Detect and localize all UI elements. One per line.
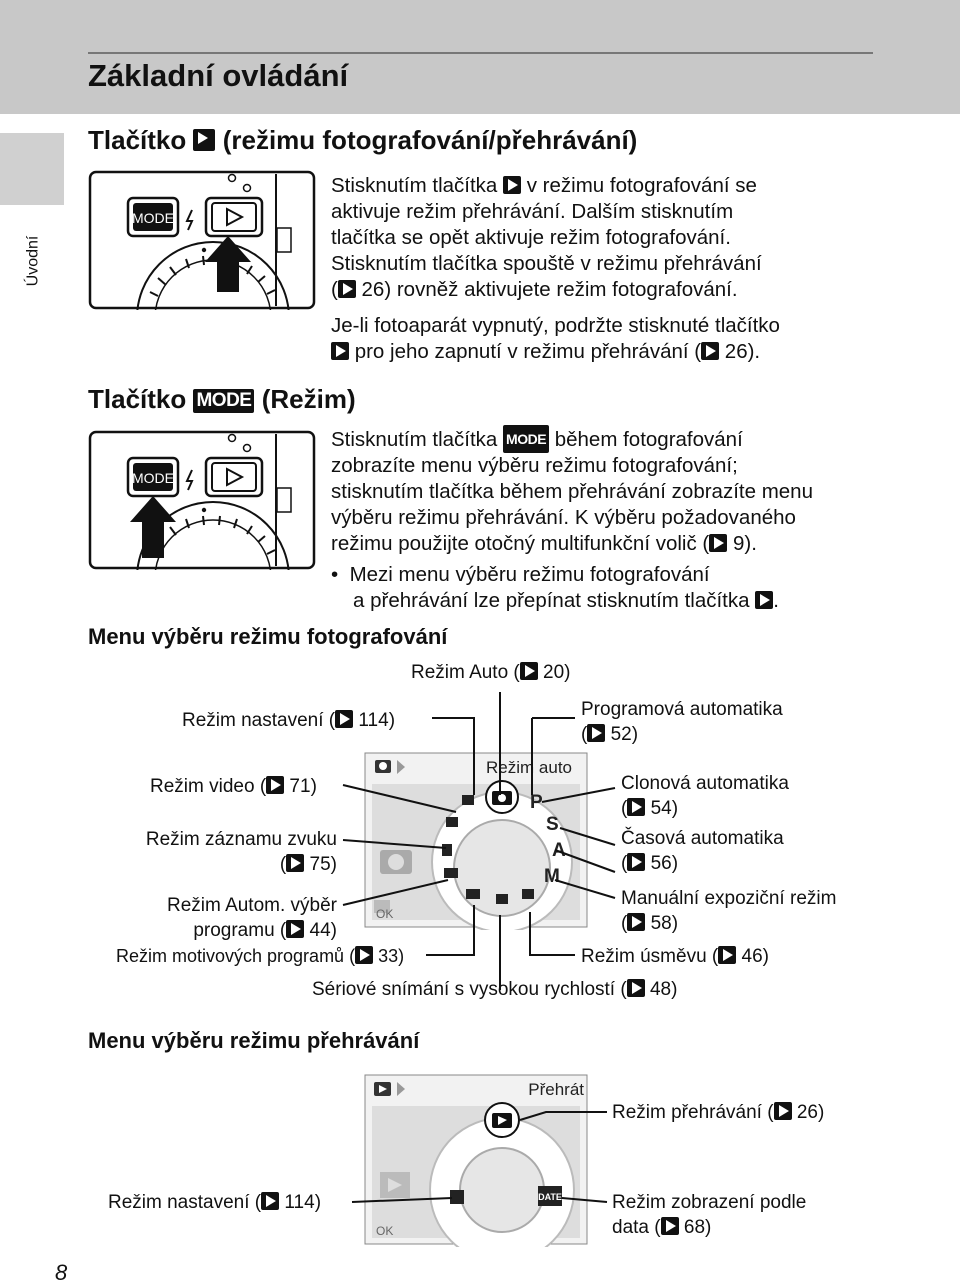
scene-icon — [466, 889, 480, 899]
section2-paragraph: Stisknutím tlačítka MODE během fotografo… — [331, 425, 891, 557]
section1-line1: Stisknutím tlačítka v režimu fotografová… — [331, 174, 757, 197]
callout-burst: Sériové snímání s vysokou rychlostí ( 48… — [312, 979, 678, 1000]
setup-icon — [462, 795, 474, 805]
ref-icon — [773, 1102, 792, 1120]
side-tab-label-wrap: Úvodní — [24, 222, 58, 312]
mode-button-label: MODE — [132, 210, 174, 226]
date-icon-label: DATE — [538, 1192, 562, 1202]
callout-setup: Režim nastavení ( 114) — [182, 710, 396, 731]
section1-title-prefix: Tlačítko — [88, 125, 187, 155]
play-icon — [503, 176, 522, 194]
callout-scene: Režim motivových programů ( 33) — [116, 946, 405, 966]
play-icon — [755, 591, 774, 609]
ref-icon — [335, 710, 354, 728]
callout-smile: Režim úsměvu ( 46) — [581, 946, 769, 967]
ref-icon — [626, 979, 645, 997]
side-tab — [0, 133, 64, 205]
ref-icon — [286, 920, 305, 938]
ref-icon — [718, 946, 737, 964]
camera-play-button-illustration: MODE — [88, 170, 316, 310]
bullet-line1: • Mezi menu výběru režimu fotografování — [331, 563, 710, 586]
ref-icon — [627, 798, 646, 816]
callout-voice: Režim záznamu zvuku( 75) — [145, 829, 337, 875]
page-header-band — [0, 0, 960, 114]
scene-auto-icon — [444, 868, 458, 878]
mode-icon: MODE — [193, 389, 255, 413]
ref-icon — [660, 1217, 679, 1235]
callout-play-setup: Režim nastavení ( 114) — [108, 1192, 322, 1213]
play-icon — [193, 129, 216, 151]
section2-line1: Stisknutím tlačítka MODE během fotografo… — [331, 425, 891, 453]
section1-line6: Je-li fotoaparát vypnutý, podržte stiskn… — [331, 314, 780, 337]
section2-line2: zobrazíte menu výběru režimu fotografová… — [331, 454, 738, 477]
ref-icon — [709, 534, 728, 552]
callout-play: Režim přehrávání ( 26) — [612, 1102, 825, 1123]
page-number: 8 — [55, 1260, 68, 1285]
play-menu-screen: Přehrát DATE OK — [364, 1074, 588, 1247]
section1-line4: Stisknutím tlačítka spouště v režimu pře… — [331, 252, 762, 275]
page-title: Základní ovládání — [88, 58, 349, 93]
side-tab-label: Úvodní — [24, 235, 42, 287]
shoot-menu-title: Menu výběru režimu fotografování — [88, 624, 448, 649]
section1-paragraph2: Je-li fotoaparát vypnutý, podržte stiskn… — [331, 313, 891, 365]
setup-wrench-icon — [450, 1190, 464, 1204]
section2-title-prefix: Tlačítko — [88, 384, 187, 414]
play-screen-label: Přehrát — [528, 1080, 584, 1099]
callout-shutter: Časová automatika( 56) — [621, 828, 784, 874]
dial-letter-s: S — [546, 814, 559, 835]
ref-icon — [261, 1192, 280, 1210]
play-menu-title: Menu výběru režimu přehrávání — [88, 1028, 420, 1053]
ref-icon — [519, 662, 538, 680]
video-icon — [446, 817, 458, 827]
section1-title-suffix: (režimu fotografování/přehrávání) — [222, 125, 638, 155]
section2-line4: výběru režimu přehrávání. K výběru požad… — [331, 506, 796, 529]
shoot-ok-label: OK — [376, 907, 393, 921]
dial-letter-m: M — [544, 866, 560, 887]
section2-title-suffix: (Režim) — [261, 384, 356, 414]
callout-manual: Manuální expoziční režim( 58) — [621, 888, 837, 934]
callout-auto: Režim Auto ( 20) — [411, 662, 571, 683]
callout-video: Režim video ( 71) — [150, 776, 317, 797]
ref-icon — [587, 724, 606, 742]
section1-line7: pro jeho zapnutí v režimu přehrávání ( 2… — [331, 339, 891, 365]
play-ok-label: OK — [376, 1224, 393, 1238]
header-rule — [88, 52, 873, 54]
mode-icon: MODE — [503, 425, 550, 453]
ref-icon — [627, 913, 646, 931]
ref-icon — [337, 280, 356, 298]
play-callout-lines — [351, 1111, 608, 1203]
bullet-line2: a přehrávání lze přepínat stisknutím tla… — [353, 589, 779, 612]
shoot-callout-lines — [342, 692, 616, 990]
section2-line3: stisknutím tlačítka během přehrávání zob… — [331, 480, 813, 503]
section1-line3: tlačítka se opět aktivuje režim fotograf… — [331, 226, 731, 249]
burst-icon — [496, 894, 508, 904]
play-icon — [331, 342, 349, 360]
ref-icon — [701, 342, 720, 360]
ref-icon — [355, 946, 374, 964]
shoot-screen-label: Režim auto — [486, 758, 572, 777]
voice-icon — [442, 844, 452, 856]
section1-paragraph: Stisknutím tlačítka v režimu fotografová… — [331, 173, 891, 303]
section2-bullet: • Mezi menu výběru režimu fotografování … — [331, 562, 891, 614]
section1-line5: ( 26) rovněž aktivujete režim fotografov… — [331, 278, 738, 301]
section1-line2: aktivuje režim přehrávání. Dalším stiskn… — [331, 200, 734, 223]
dial-letter-p: P — [530, 792, 543, 813]
section2-title: Tlačítko MODE (Režim) — [88, 384, 356, 415]
smile-icon — [522, 889, 534, 899]
callout-aperture: Clonová automatika( 54) — [621, 773, 789, 819]
ref-icon — [286, 854, 305, 872]
camera-mode-button-illustration: MODE — [88, 430, 316, 570]
ref-icon — [266, 776, 285, 794]
shoot-menu-screen: Režim auto P S A M OK — [362, 750, 590, 930]
callout-program: Programová automatika( 52) — [581, 699, 783, 745]
section2-line5: režimu použijte otočný multifunkční voli… — [331, 532, 757, 555]
mode-button-label: MODE — [132, 470, 174, 486]
section1-title: Tlačítko (režimu fotografování/přehráván… — [88, 125, 637, 156]
ref-icon — [627, 853, 646, 871]
